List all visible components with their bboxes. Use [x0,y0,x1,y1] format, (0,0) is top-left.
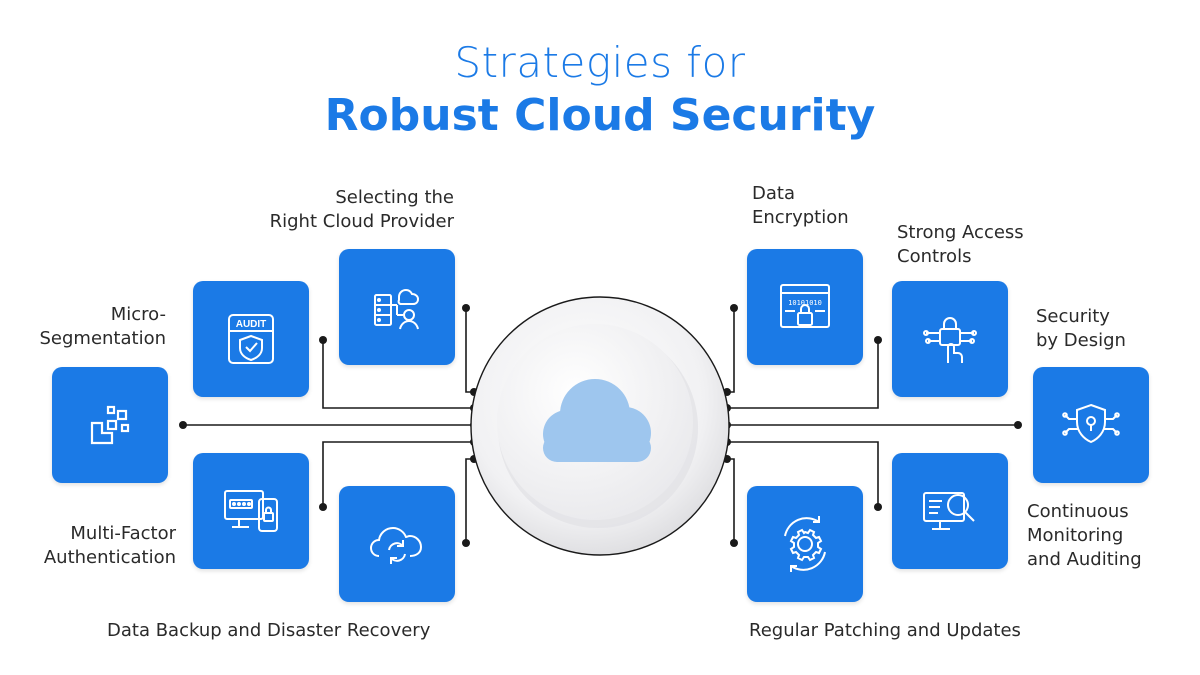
gear-refresh-icon [784,516,826,572]
monitor-phone-lock-icon [224,490,278,532]
tile-data-encryption: 10101010 [747,249,863,365]
svg-text:10101010: 10101010 [788,299,822,307]
tile-micro-segmentation-audit: AUDIT [193,281,309,397]
center-hub [470,296,730,556]
monitor-magnifier-icon [923,492,975,530]
label-data-backup: Data Backup and Disaster Recovery [107,620,431,641]
title-line-2: Robust Cloud Security [324,90,876,141]
audit-shield-icon: AUDIT [228,314,274,364]
tile-data-backup [339,486,455,602]
shield-circuit-icon [1062,403,1120,444]
label-regular-patching: Regular Patching and Updates [749,620,1021,641]
tile-multi-factor-auth [193,453,309,569]
tile-security-by-design [1033,367,1149,483]
title-line-1: Strategies for [454,38,746,87]
tile-strong-access-controls [892,281,1008,397]
segmentation-blocks-icon [90,405,130,445]
cloud-sync-icon [369,526,423,564]
tile-regular-patching [747,486,863,602]
server-cloud-icon [374,288,420,330]
fingerprint-lock-icon [923,317,977,363]
cloud-icon [543,379,651,462]
tile-continuous-monitoring [892,453,1008,569]
tile-right-cloud-provider [339,249,455,365]
tile-segmentation-blocks [52,367,168,483]
label-micro-segmentation: Micro-Segmentation [39,304,166,349]
svg-text:AUDIT: AUDIT [236,319,267,330]
encrypted-window-lock-icon: 10101010 [780,284,830,328]
